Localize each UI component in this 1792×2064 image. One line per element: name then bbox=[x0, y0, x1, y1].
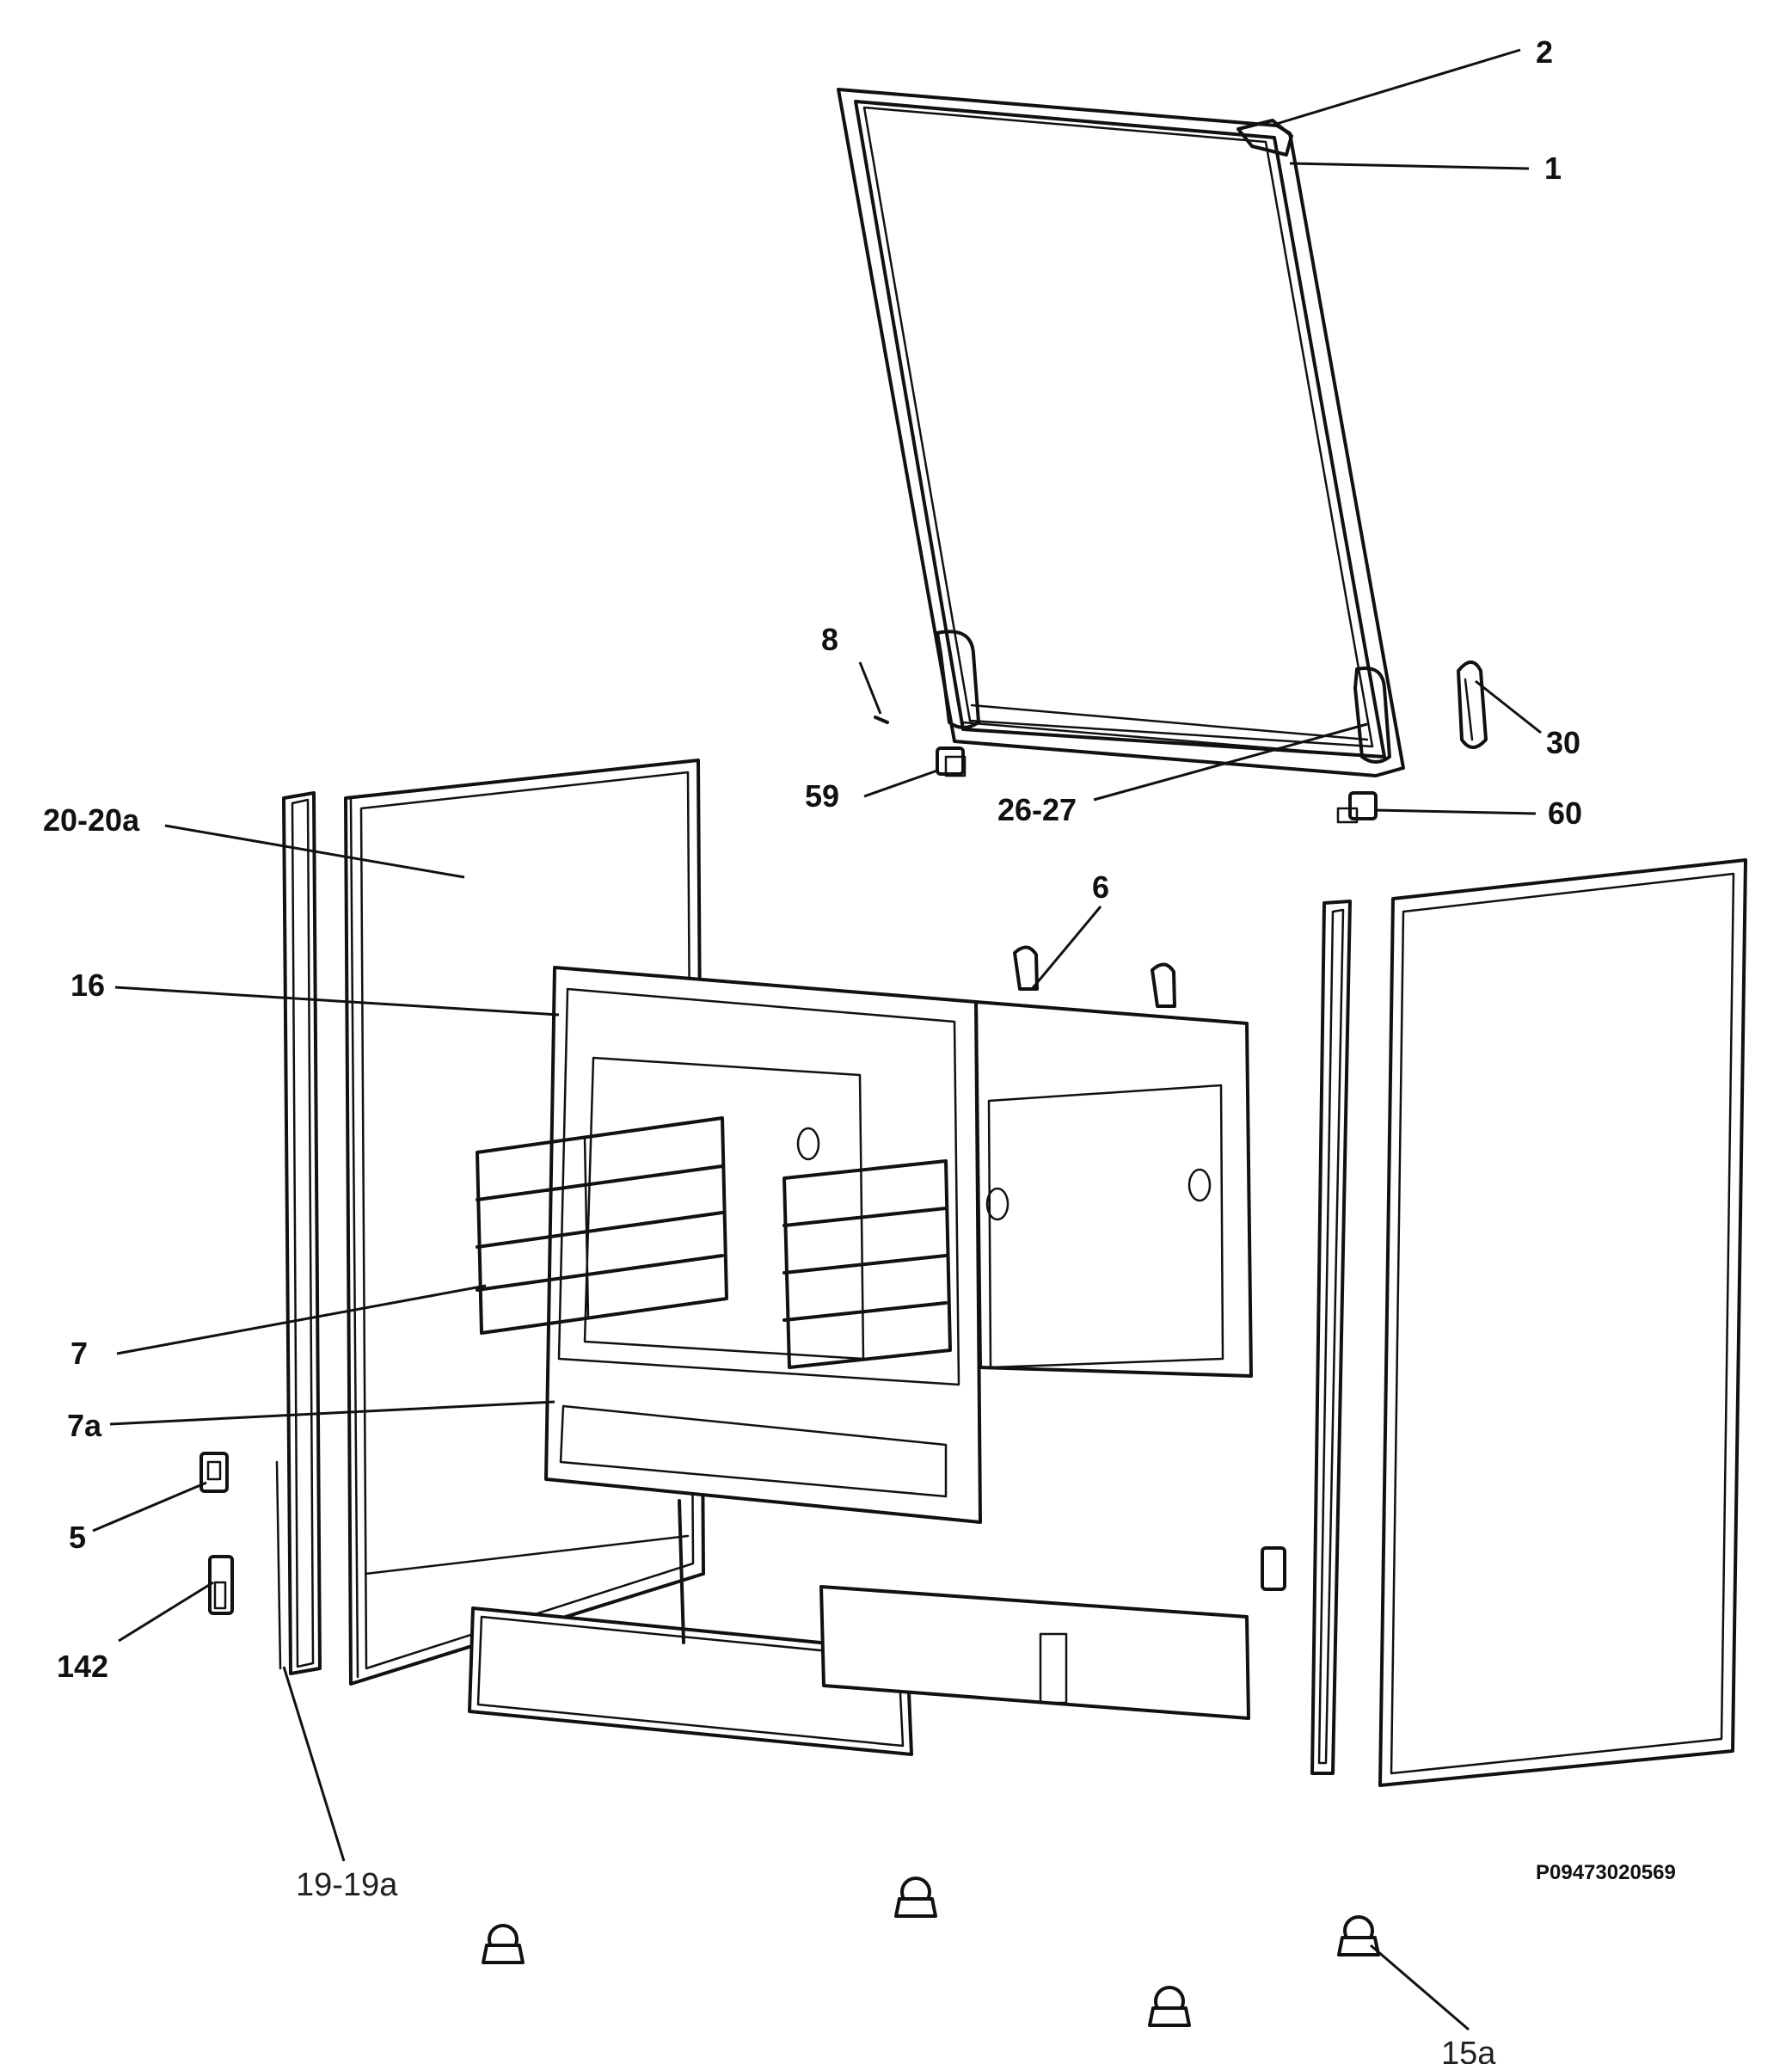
leader-lines bbox=[92, 48, 1542, 2031]
callout-15a: 15a bbox=[1441, 2036, 1496, 2064]
foot-1 bbox=[482, 1924, 525, 1964]
foot-2 bbox=[894, 1877, 937, 1918]
foot-3 bbox=[1148, 1986, 1191, 2027]
bottom-panels bbox=[468, 1499, 1250, 1756]
screw-8 bbox=[874, 716, 889, 724]
hinge-59 bbox=[936, 746, 967, 777]
callout-19-19a: 19-19a bbox=[296, 1867, 398, 1903]
callout-7a: 7a bbox=[67, 1408, 102, 1443]
callout-26-27: 26-27 bbox=[997, 792, 1077, 827]
callout-20-20a: 20-20a bbox=[43, 802, 140, 838]
callout-59: 59 bbox=[805, 778, 839, 814]
oven-cavity bbox=[544, 945, 1253, 1524]
bracket-5 bbox=[199, 1452, 229, 1493]
callout-1: 1 bbox=[1544, 150, 1562, 186]
callout-60: 60 bbox=[1548, 796, 1582, 831]
callout-8: 8 bbox=[821, 622, 838, 657]
callout-2: 2 bbox=[1536, 34, 1553, 70]
callout-142: 142 bbox=[57, 1649, 108, 1684]
bracket-142 bbox=[208, 1555, 234, 1615]
bracket-right-small bbox=[1261, 1546, 1286, 1591]
reference-code: P09473020569 bbox=[1536, 1861, 1676, 1884]
hinge-60 bbox=[1336, 791, 1378, 824]
clip-part-30 bbox=[1457, 660, 1488, 749]
right-side-rail bbox=[1310, 900, 1352, 1775]
callout-6: 6 bbox=[1092, 869, 1109, 905]
oven-rack-right bbox=[782, 1159, 952, 1369]
callout-7: 7 bbox=[71, 1336, 88, 1371]
left-side-rail bbox=[275, 791, 322, 1675]
oven-rack-left bbox=[476, 1116, 728, 1335]
callout-labels: 2 1 8 30 59 26-27 60 20-20a 6 16 7 7a 5 … bbox=[43, 34, 1676, 2064]
callout-16: 16 bbox=[71, 968, 105, 1003]
top-frame bbox=[837, 88, 1405, 777]
right-side-panel bbox=[1378, 858, 1747, 1787]
callout-5: 5 bbox=[69, 1520, 86, 1555]
callout-30: 30 bbox=[1546, 725, 1580, 760]
foot-4 bbox=[1337, 1915, 1380, 1956]
